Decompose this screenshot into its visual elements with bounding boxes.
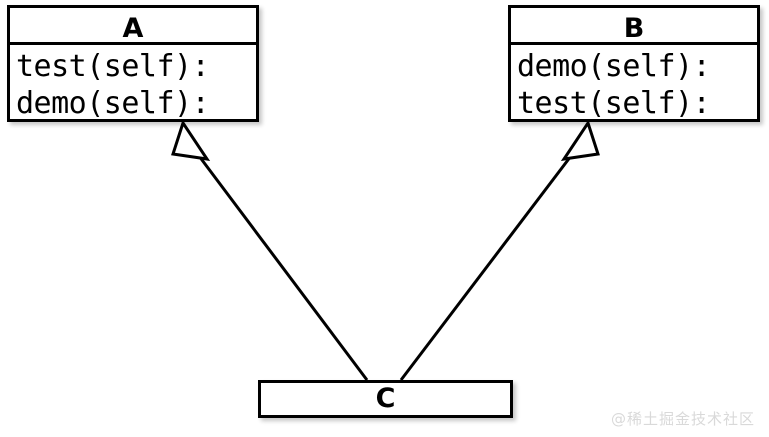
class-b-member-0: demo(self): bbox=[517, 49, 711, 84]
inheritance-arrowhead-b bbox=[560, 119, 600, 161]
class-a-member-0: test(self): bbox=[16, 49, 210, 84]
uml-class-c[interactable]: C bbox=[258, 380, 513, 418]
class-b-name: B bbox=[623, 13, 645, 44]
class-a-member-1: demo(self): bbox=[16, 86, 210, 121]
class-b-member-1: test(self): bbox=[517, 86, 711, 121]
inheritance-line-c-to-b bbox=[399, 151, 576, 381]
inheritance-line-c-to-a bbox=[194, 151, 369, 381]
watermark-text: @稀土掘金技术社区 bbox=[610, 410, 755, 428]
class-a-name: A bbox=[122, 13, 144, 44]
uml-class-a[interactable]: A test(self): demo(self): bbox=[7, 5, 259, 122]
class-b-members: demo(self): test(self): bbox=[511, 42, 757, 119]
class-a-members: test(self): demo(self): bbox=[10, 42, 256, 119]
inheritance-arrowhead-a bbox=[171, 119, 211, 161]
class-c-name: C bbox=[375, 383, 396, 414]
uml-class-b[interactable]: B demo(self): test(self): bbox=[508, 5, 760, 122]
